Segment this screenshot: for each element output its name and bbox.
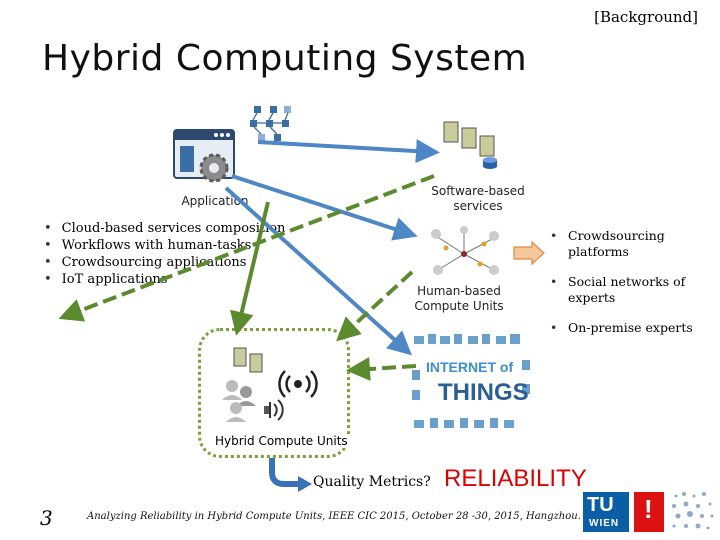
dots-logo-icon <box>672 492 714 530</box>
software-services-label: Software-based services <box>431 184 525 213</box>
red-logo-icon <box>634 492 664 532</box>
human-network-icon <box>431 226 499 275</box>
arrow-to-iot <box>224 186 412 356</box>
application-label: Application <box>181 194 249 208</box>
human-units-label: Human-based Compute Units <box>414 284 504 313</box>
page-title: Hybrid Computing System <box>42 38 528 79</box>
list-item: Crowdsourcing platforms <box>546 228 714 260</box>
arrow-to-human-units <box>231 174 418 241</box>
list-item: On-premise experts <box>546 320 714 336</box>
arrow-app-to-hybrid <box>230 201 270 336</box>
human-units-list: Crowdsourcing platforms Social networks … <box>546 228 714 344</box>
arrow-human-to-hybrid <box>336 270 414 342</box>
hybrid-units-label: Hybrid Compute Units <box>212 434 351 448</box>
page-number: 3 <box>40 506 53 530</box>
internet-of-things-graphic: INTERNET of THINGS <box>412 334 530 428</box>
section-tag: [Background] <box>594 8 698 26</box>
tu-wien-logo: TU WIEN <box>583 492 629 532</box>
workflow-icon <box>250 106 291 141</box>
application-icon <box>173 129 235 183</box>
iot-line1: INTERNET of <box>426 359 513 375</box>
arrow-to-software-services <box>257 139 440 164</box>
iot-line2: THINGS <box>438 379 529 406</box>
hybrid-compute-units-box <box>198 328 350 458</box>
arrow-services-to-app <box>58 174 435 322</box>
footer-citation: Analyzing Reliability in Hybrid Compute … <box>87 511 581 522</box>
list-item: Cloud-based services composition <box>44 220 286 237</box>
list-item: Workflows with human-tasks <box>44 237 285 254</box>
servers-icon <box>443 121 497 169</box>
quality-metrics-label: Quality Metrics? <box>313 474 431 490</box>
arrow-iot-to-hybrid <box>346 356 417 381</box>
hybrid-units-icons <box>222 347 318 422</box>
list-item: IoT applications <box>44 271 285 288</box>
list-item: Social networks of experts <box>546 274 714 306</box>
quality-arrow <box>269 458 300 487</box>
reliability-label: RELIABILITY <box>444 465 587 492</box>
orange-arrow-icon <box>513 240 545 266</box>
